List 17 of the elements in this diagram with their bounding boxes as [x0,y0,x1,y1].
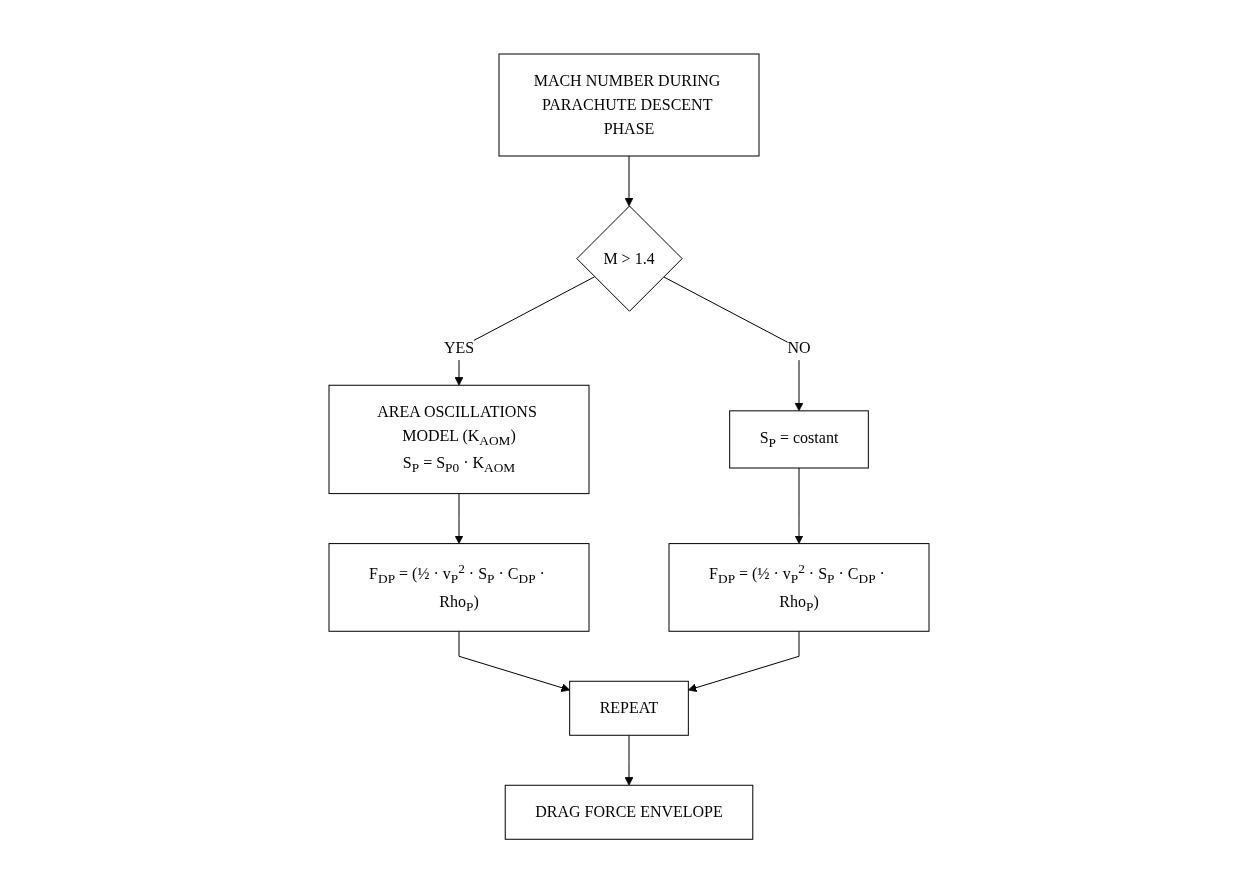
edge-label: YES [443,339,474,357]
arrow [794,467,803,544]
node-box: S$_{P}$ = costant [728,410,869,469]
node-box: DRAG FORCE ENVELOPE [504,784,753,840]
node-diamond: M > 1.4 [575,205,683,312]
arrow [454,492,463,544]
node-box: AREA OSCILLATIONS MODEL (K$_{AOM}$) S$_{P}$ = S$_{P0}$ · K$_{AOM}$ [328,384,589,494]
node-box: MACH NUMBER DURING PARACHUTE DESCENT PHASE [498,53,759,157]
arrow [458,630,570,692]
node-box: F$_{DP}$ = (½ · v$_{P}$$^{2}$ · S$_{P}$ · C$_{DP}$ · Rho$_{P}$) [328,542,589,632]
edge-label: NO [786,339,811,357]
node-box: F$_{DP}$ = (½ · v$_{P}$$^{2}$ · S$_{P}$ · C$_{DP}$ · Rho$_{P}$) [668,542,929,632]
node-box: REPEAT [568,680,689,736]
arrow [687,630,799,692]
arrow [662,276,803,412]
arrow [624,155,633,207]
arrow [624,734,633,786]
